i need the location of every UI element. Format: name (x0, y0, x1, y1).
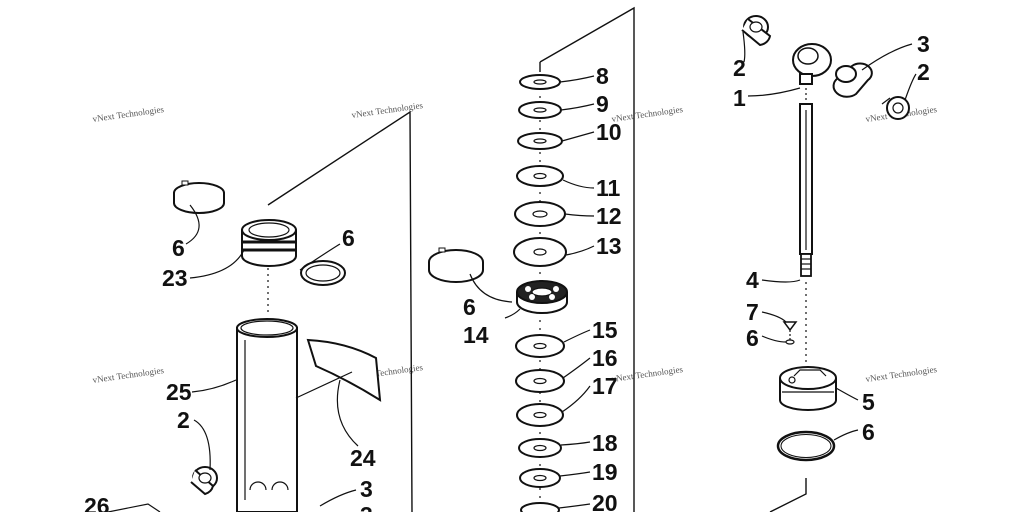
washer-12 (514, 201, 566, 227)
watermark-8: vNext Technologies (865, 364, 938, 384)
washer-12-hole (532, 210, 548, 218)
ring-6-middle-gap (438, 247, 446, 253)
callout-24: 24 (350, 445, 376, 471)
callout-15: 15 (592, 317, 618, 343)
washer-10-hole (533, 138, 547, 144)
watermark-1: vNext Technologies (92, 104, 165, 124)
callout-13: 13 (596, 233, 622, 259)
washer-13 (513, 237, 567, 267)
washer-18-hole (533, 444, 547, 452)
cylinder-25 (236, 327, 298, 512)
piston-14-port-1 (525, 286, 531, 292)
callout-2-top-left: 2 (733, 55, 746, 81)
washer-16 (515, 369, 565, 393)
washer-11 (516, 165, 564, 187)
piston-14-port-4 (549, 294, 555, 300)
callout-2-right: 2 (917, 59, 930, 85)
washer-15 (515, 334, 565, 358)
decal-24 (306, 338, 382, 402)
washer-19 (519, 468, 561, 488)
cylinder-25-top (236, 318, 298, 338)
washer-19-hole (533, 474, 547, 482)
callout-3-left: 3 (360, 476, 373, 502)
callout-16: 16 (592, 345, 618, 371)
piston-rod-4-thread (800, 253, 812, 277)
left-leaders (107, 204, 359, 512)
washer-8 (519, 74, 561, 90)
piston-14-port-3 (529, 294, 535, 300)
callout-10: 10 (596, 119, 622, 145)
callouts: 2 1 3 2 4 7 6 5 6 8 9 10 11 12 13 6 14 1… (84, 31, 930, 512)
callout-17: 17 (592, 373, 618, 399)
callout-3-right: 3 (917, 31, 930, 57)
left-frame-line (267, 110, 413, 512)
rod-assembly (741, 15, 910, 462)
washer-15-hole (533, 342, 547, 350)
callout-26: 26 (84, 493, 110, 512)
bushing-2-right-bore (892, 102, 904, 114)
shock-body-assembly (173, 180, 382, 512)
watermark-2: vNext Technologies (351, 100, 424, 120)
piston-14-center (531, 287, 553, 297)
callout-6-middle: 6 (463, 294, 476, 320)
callout-5: 5 (862, 389, 875, 415)
bushing-2-top-bore (749, 21, 763, 33)
washer-13-hole (533, 248, 547, 256)
callout-7: 7 (746, 299, 759, 325)
callout-18: 18 (592, 430, 618, 456)
rod-eye-1-neck (799, 73, 813, 85)
rod-eye-1-bore (797, 47, 819, 65)
callout-6-right-oring: 6 (862, 419, 875, 445)
washer-9-hole (533, 107, 547, 113)
washer-18 (518, 438, 562, 458)
callout-19: 19 (592, 459, 618, 485)
callout-8: 8 (596, 63, 609, 89)
watermark-3: vNext Technologies (611, 104, 684, 124)
right-leaders (742, 31, 917, 441)
callout-11: 11 (596, 175, 621, 201)
washer-17 (516, 403, 564, 427)
washer-20 (520, 502, 560, 512)
o-ring-6 (776, 430, 836, 462)
watermark-5: vNext Technologies (92, 365, 165, 385)
washer-16-hole (533, 377, 547, 385)
frame-lines (267, 6, 807, 512)
piston-14-port-2 (553, 286, 559, 292)
callout-3-left-bottom: 3 (360, 502, 373, 512)
callout-1: 1 (733, 85, 746, 111)
right-frame-line (769, 478, 807, 512)
callout-25: 25 (166, 379, 192, 405)
washer-10 (517, 132, 563, 150)
callout-6-right-washer: 6 (746, 325, 759, 351)
callout-14: 14 (463, 322, 489, 348)
callout-9: 9 (596, 91, 609, 117)
washer-17-hole (533, 411, 547, 419)
washer-9 (518, 101, 562, 119)
washer-6-small (785, 339, 795, 345)
callout-6-left-top: 6 (172, 235, 185, 261)
screw-7 (782, 321, 798, 332)
o-ring-6-inner (780, 434, 832, 458)
callout-4: 4 (746, 267, 759, 293)
middle-frame-line (539, 6, 635, 512)
sleeve-3-end (835, 65, 857, 83)
ring-6-middle-band (428, 262, 484, 283)
callout-6-left-side: 6 (342, 225, 355, 251)
ring-6-left-top-band (173, 193, 225, 214)
callout-20: 20 (592, 490, 618, 512)
washer-stack (428, 74, 568, 512)
ring-6-left-side (300, 260, 346, 286)
watermark-7: vNext Technologies (611, 364, 684, 384)
callout-23: 23 (162, 265, 188, 291)
callout-2-left: 2 (177, 407, 190, 433)
callout-12: 12 (596, 203, 622, 229)
washer-8-hole (533, 79, 547, 85)
middle-leaders (469, 75, 595, 509)
washer-11-hole (533, 172, 547, 180)
